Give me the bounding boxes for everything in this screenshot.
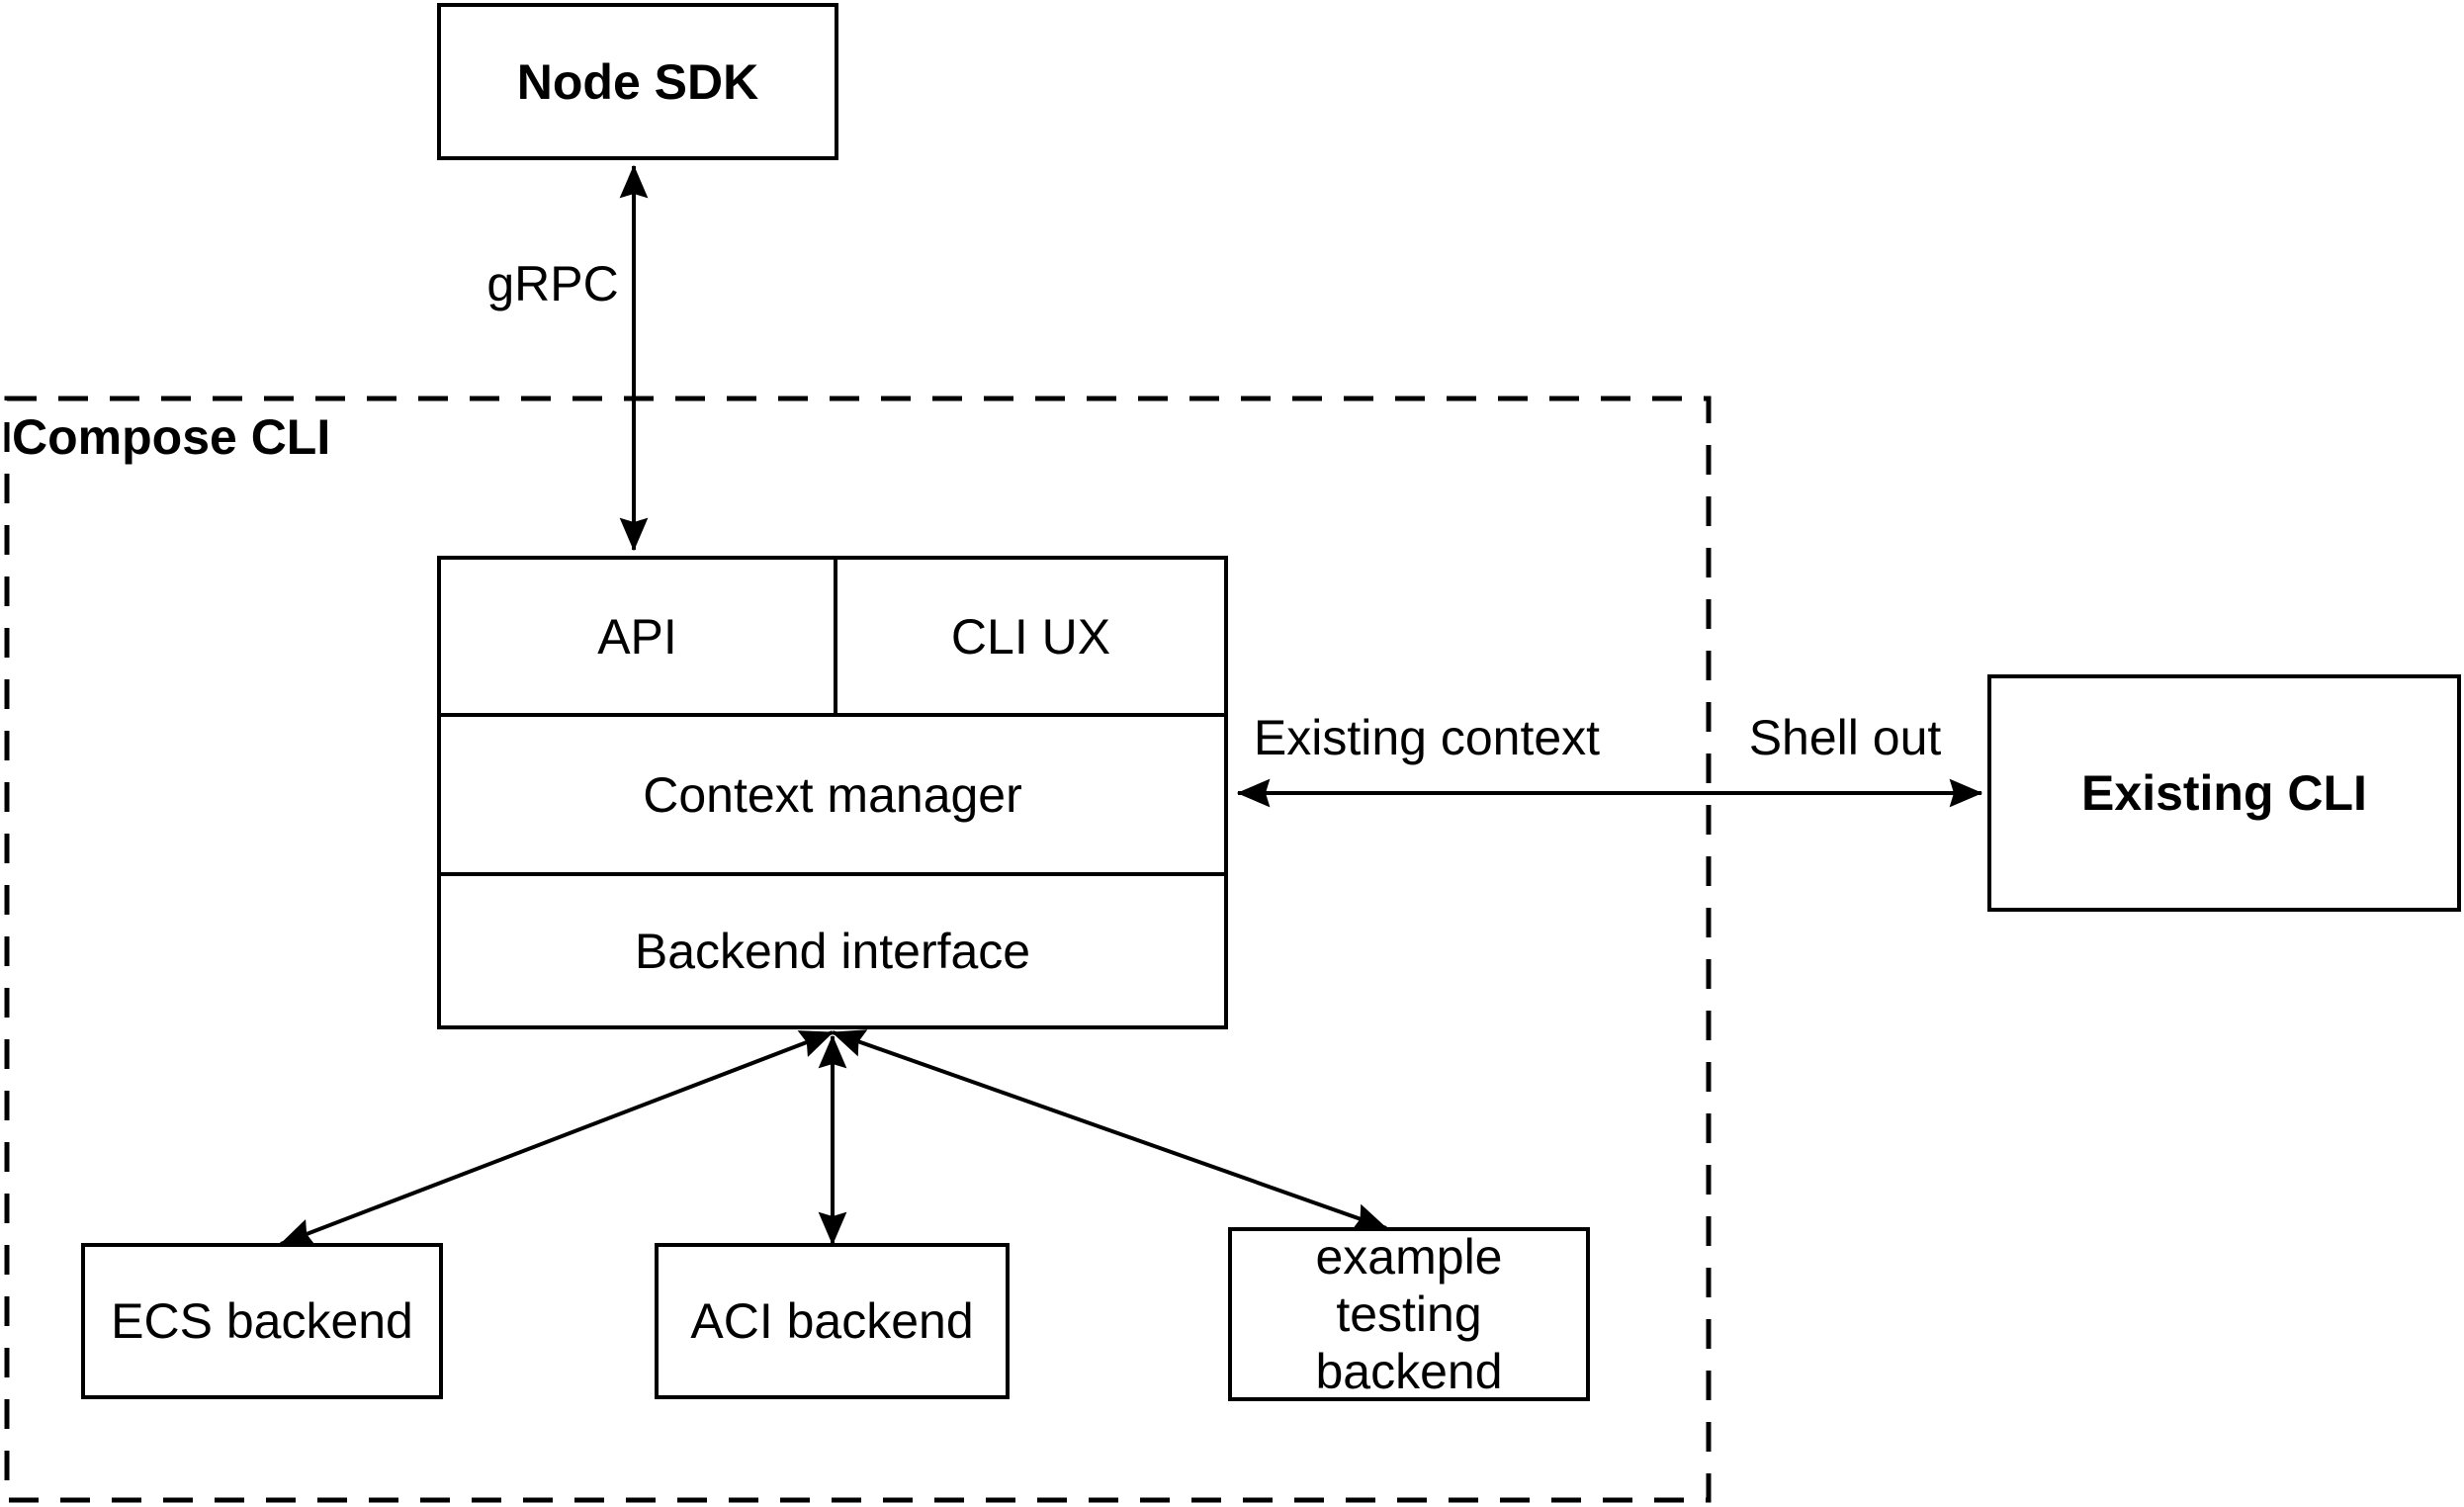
compose-cli-core-box: API CLI UX Context manager Backend inter… xyxy=(437,556,1228,1029)
aci-backend-label: ACI backend xyxy=(690,1293,974,1349)
ecs-backend-box: ECS backend xyxy=(81,1243,443,1399)
context-manager-label: Context manager xyxy=(643,766,1022,823)
api-label: API xyxy=(597,608,677,665)
node-sdk-label: Node SDK xyxy=(516,53,759,110)
existing-cli-box: Existing CLI xyxy=(1987,674,2461,912)
grpc-edge-label: gRPC xyxy=(486,256,619,311)
aci-backend-box: ACI backend xyxy=(655,1243,1010,1399)
backend-interface-label: Backend interface xyxy=(634,923,1031,979)
compose-cli-group-label: Compose CLI xyxy=(12,409,331,465)
existing-cli-label: Existing CLI xyxy=(2081,765,2367,821)
shell-out-edge-label: Shell out xyxy=(1748,710,1942,765)
context-manager-cell: Context manager xyxy=(441,713,1224,872)
node-sdk-box: Node SDK xyxy=(437,3,838,160)
example-testing-backend-box: example testing backend xyxy=(1228,1227,1590,1401)
backend-interface-cell: Backend interface xyxy=(441,872,1224,1025)
cli-ux-cell: CLI UX xyxy=(837,560,1224,713)
existing-context-edge-label: Existing context xyxy=(1253,710,1601,765)
ecs-backend-arrow xyxy=(279,1030,835,1246)
cli-ux-label: CLI UX xyxy=(950,608,1111,665)
api-cell: API xyxy=(441,560,837,713)
example-testing-backend-label: example testing backend xyxy=(1315,1229,1503,1399)
ecs-backend-label: ECS backend xyxy=(111,1293,413,1349)
example-testing-backend-arrow xyxy=(831,1029,1388,1231)
